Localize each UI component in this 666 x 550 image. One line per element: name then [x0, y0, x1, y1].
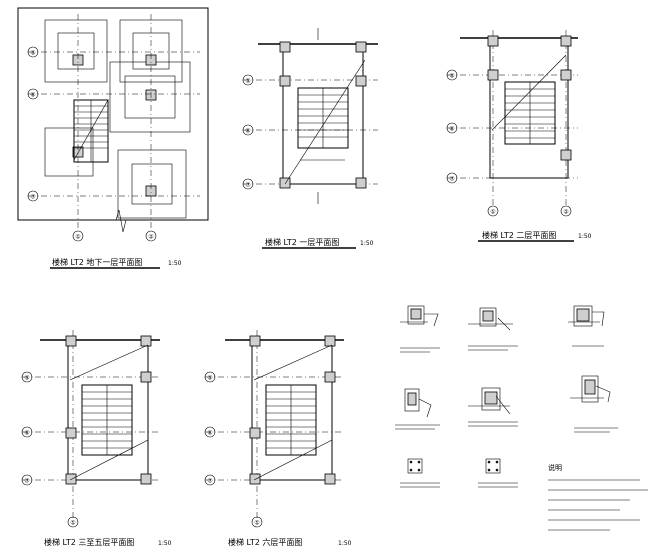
axis-label: ⑥ [245, 128, 250, 135]
axis-label: ① [75, 234, 80, 241]
axis-label: ② [148, 234, 154, 241]
axis-label: ⑦ [207, 478, 213, 485]
plan-sixth: ⑤ ⑥ ⑦ ① 楼梯 LT2 六层平面图 1:50 [204, 330, 352, 547]
axis-label: ① [70, 520, 75, 527]
plan-scale: 1:50 [168, 260, 182, 267]
axis-label: ⑦ [24, 478, 30, 485]
plan-title: 楼梯 LT2 六层平面图 [228, 537, 302, 547]
axis-label: ⑤ [30, 50, 35, 57]
axis-label: ⑦ [30, 194, 36, 201]
plan-ground: ⑤ ⑥ ⑦ 楼梯 LT2 一层平面图 1:50 [242, 28, 378, 249]
axis-label: ⑤ [449, 73, 454, 80]
axis-label: ⑥ [30, 92, 35, 99]
notes-block: 说明 [548, 463, 648, 531]
plan-title: 楼梯 LT2 地下一层平面图 [52, 257, 142, 267]
axis-label: ⑥ [449, 126, 454, 133]
axis-label: ⑤ [207, 375, 212, 382]
plan-basement: ⑤ ⑥ ⑦ ① ② 楼梯 LT2 地下一层平面图 1:50 [17, 7, 209, 269]
axis-label: ⑦ [245, 182, 251, 189]
plan-title: 楼梯 LT2 二层平面图 [482, 230, 556, 240]
detail-sections [395, 305, 618, 488]
plan-title: 楼梯 LT2 三至五层平面图 [44, 537, 134, 547]
plan-scale: 1:50 [338, 540, 352, 547]
axis-label: ② [563, 209, 569, 216]
axis-label: ⑥ [207, 430, 212, 437]
axis-label: ⑥ [24, 430, 29, 437]
axis-label: ① [254, 520, 259, 527]
plan-third-fifth: ⑤ ⑥ ⑦ ① 楼梯 LT2 三至五层平面图 1:50 [21, 330, 172, 547]
axis-label: ⑦ [449, 176, 455, 183]
plan-title: 楼梯 LT2 一层平面图 [265, 237, 339, 247]
axis-label: ⑤ [245, 78, 250, 85]
plan-second: ⑤ ⑥ ⑦ ① ② 楼梯 LT2 二层平面图 1:50 [446, 30, 592, 242]
notes-title: 说明 [548, 463, 562, 472]
axis-label: ⑤ [24, 375, 29, 382]
axis-label: ① [490, 209, 495, 216]
plan-scale: 1:50 [578, 233, 592, 240]
plan-scale: 1:50 [360, 240, 374, 247]
plan-scale: 1:50 [158, 540, 172, 547]
